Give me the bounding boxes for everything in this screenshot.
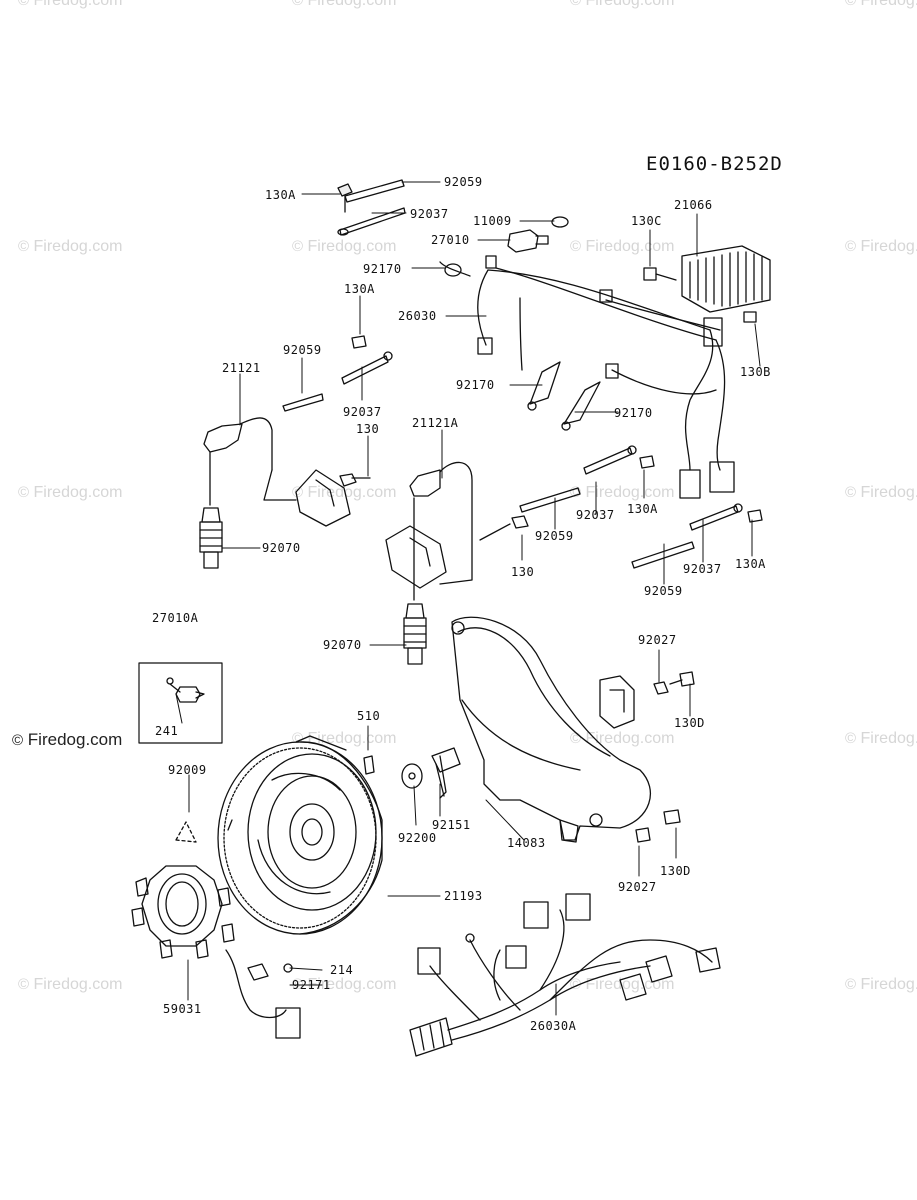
callout-label: 21066 [674,198,713,212]
callout-label: 27010A [152,611,199,625]
regulator-21066 [643,245,771,323]
callout-label: 510 [357,709,381,723]
watermark: © Firedog.com [570,730,675,747]
callout-label: 92170 [614,406,653,420]
watermark: © Firedog.com [845,484,917,501]
clamp-92171 [247,963,293,981]
watermark: © Firedog.com [18,0,123,9]
wire-harness-26030 [439,255,735,499]
bolts-130d [635,671,695,843]
callout-label: 92027 [618,880,657,894]
callout-label: 21121A [412,416,459,430]
callout-label: 92059 [644,584,683,598]
rods-right [519,445,763,569]
rods-top [337,179,406,236]
callout-label: 130B [740,365,771,379]
callout-label: 130A [265,188,296,202]
callout-label: 92151 [432,818,471,832]
watermark: © Firedog.com [570,484,675,501]
watermark: © Firedog.com [845,730,917,747]
callout-label: 92170 [363,262,402,276]
spark-plug-right [403,603,427,665]
terminals-92170 [527,361,601,431]
callout-label: 130 [356,422,380,436]
callout-label: 11009 [473,214,512,228]
callout-label: 92059 [444,175,483,189]
wire-harness-26030a [409,893,721,1057]
callout-label: 92070 [323,638,362,652]
watermark: © Firedog.com [570,976,675,993]
ignition-coil-right [385,461,529,601]
watermark: © Firedog.com [292,0,397,9]
watermark: © Firedog.com [845,976,917,993]
callout-label: 130 [511,565,535,579]
callout-label: 92037 [410,207,449,221]
callout-label: 214 [330,963,354,977]
watermark: © Firedog.com [18,976,123,993]
watermark: © Firedog.com [12,730,123,749]
callout-label: 130A [627,502,658,516]
diagram-code: E0160-B252D [646,153,783,175]
callout-label: 59031 [163,1002,202,1016]
callout-label: 92037 [343,405,382,419]
flywheel-hardware [363,747,461,799]
callout-label: 130A [344,282,375,296]
watermark: © Firedog.com [292,730,397,747]
callout-label: 130D [674,716,705,730]
callout-label: 92027 [638,633,677,647]
callout-label: 14083 [507,836,546,850]
callout-label: 26030 [398,309,437,323]
flywheel-21193 [217,735,383,935]
stator-59031 [131,821,301,1039]
callout-label: 21193 [444,889,483,903]
watermark: © Firedog.com [845,0,917,9]
callout-label: 92200 [398,831,437,845]
callout-label: 130D [660,864,691,878]
callout-label: 26030A [530,1019,577,1033]
pressure-switch-27010a [166,677,205,703]
watermark: © Firedog.com [845,238,917,255]
rods-left [282,335,393,412]
oil-pressure-switch [507,216,569,253]
callout-label: 92070 [262,541,301,555]
callout-label: 92059 [535,529,574,543]
watermark: © Firedog.com [18,484,123,501]
watermark: © Firedog.com [18,238,123,255]
callout-label: 241 [155,724,179,738]
callout-label: 21121 [222,361,261,375]
callout-label: 92059 [283,343,322,357]
watermark: © Firedog.com [570,0,675,9]
ignition-coil-left [203,417,371,527]
callout-label: 92037 [683,562,722,576]
watermark: © Firedog.com [570,238,675,255]
callout-label: 92037 [576,508,615,522]
callout-label: 130A [735,557,766,571]
fan-housing-14083 [451,616,651,843]
callout-label: 130C [631,214,662,228]
callout-label: 92009 [168,763,207,777]
inset-box-27010a [138,662,223,744]
callout-label: 92170 [456,378,495,392]
callout-label: 92171 [292,978,331,992]
watermark: © Firedog.com [292,238,397,255]
spark-plug-left [199,507,223,569]
watermark: © Firedog.com [292,484,397,501]
callout-label: 27010 [431,233,470,247]
